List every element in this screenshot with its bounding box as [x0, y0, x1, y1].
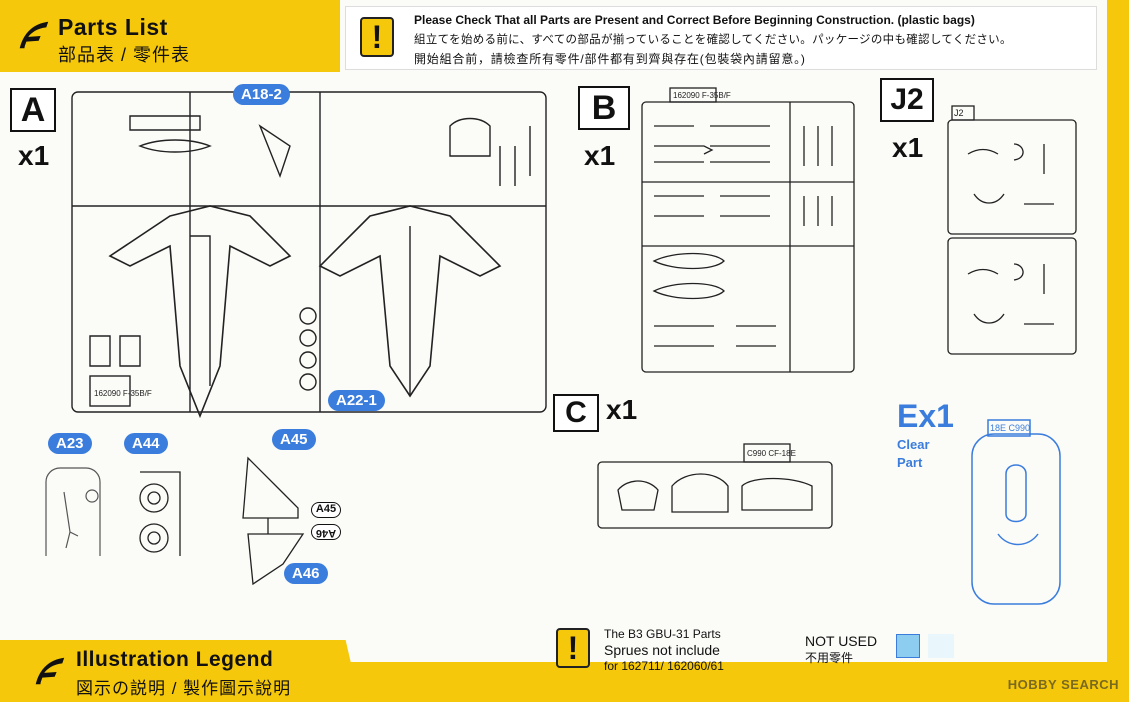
warning-notice: ! Please Check That all Parts are Presen…	[345, 6, 1097, 70]
sprue-b-label: B	[578, 86, 630, 130]
not-used-label-zh: 不用零件	[805, 651, 854, 665]
note-warning-icon: !	[556, 628, 590, 668]
notice-text-zh: 開始組合前，請檢查所有零件/部件都有到齊與存在(包裝袋內請留意。)	[414, 52, 806, 66]
sprue-b-diagram: 162090 F-35B/F	[640, 86, 858, 380]
not-used-legend: NOT USED 不用零件	[805, 633, 877, 666]
sprue-ex-label: Ex1	[897, 398, 954, 434]
not-used-swatch	[896, 634, 920, 658]
part-a45-a46-diagram	[228, 448, 318, 588]
sprue-b-qty: x1	[584, 140, 616, 171]
sprue-c-label: C	[553, 394, 599, 432]
gbu-note: The B3 GBU-31 Parts Sprues not include f…	[604, 626, 724, 674]
part-a44-diagram	[132, 468, 188, 560]
sprue-ex-type-line1: Clear	[897, 437, 930, 452]
sprue-ex-type-line2: Part	[897, 455, 923, 470]
right-edge-band	[1107, 0, 1129, 702]
sprue-j2-qty: x1	[892, 132, 924, 163]
watermark: HOBBY SEARCH	[1007, 677, 1119, 692]
sprue-c-qty: x1	[606, 394, 638, 425]
callout-a18-2: A18-2	[233, 84, 290, 105]
not-used-swatch-light	[928, 634, 954, 658]
not-used-label-en: NOT USED	[805, 633, 878, 649]
sprue-j2-diagram: J2	[944, 104, 1080, 358]
part-tag-a45: A45	[311, 502, 341, 518]
sprue-c-diagram: C990 CF-18E	[596, 440, 834, 532]
part-a23-diagram	[40, 462, 106, 556]
callout-a45: A45	[272, 429, 316, 450]
legend-title: Illustration Legend	[76, 648, 274, 671]
legend-logo-icon	[30, 652, 68, 690]
note-line-2: Sprues not include	[604, 642, 720, 658]
callout-a46: A46	[284, 563, 328, 584]
part-tag-a46: A46	[311, 524, 341, 540]
sprue-a-qty: x1	[18, 140, 50, 171]
sprue-a-diagram: 162090 F-35B/F	[70, 86, 550, 419]
callout-a22-1: A22-1	[328, 390, 385, 411]
sprue-a-code: 162090 F-35B/F	[94, 389, 152, 398]
brand-logo-icon	[14, 16, 52, 54]
legend-band	[0, 640, 360, 702]
sprue-b-code: 162090 F-35B/F	[673, 91, 731, 100]
callout-a23: A23	[48, 433, 92, 454]
sprue-ex-diagram: 18E C990	[968, 418, 1064, 608]
warning-icon: !	[360, 17, 394, 57]
callout-a44: A44	[124, 433, 168, 454]
note-line-1: The B3 GBU-31 Parts	[604, 627, 721, 641]
notice-text-en: Please Check That all Parts are Present …	[414, 13, 975, 27]
sprue-c-code: C990 CF-18E	[747, 449, 796, 458]
page-subtitle: 部品表 / 零件表	[58, 45, 191, 65]
sprue-a-label: A	[10, 88, 56, 132]
sprue-j2-code: J2	[954, 108, 964, 118]
page-title: Parts List	[58, 14, 168, 40]
sprue-ex-code: 18E C990	[990, 423, 1030, 433]
note-line-3: for 162711/ 162060/61	[604, 659, 724, 673]
notice-text-ja: 組立てを始める前に、すべての部品が揃っていることを確認してください。パッケージの…	[414, 34, 1012, 46]
legend-subtitle: 図示の説明 / 製作圖示說明	[76, 679, 292, 698]
sprue-j2-label: J2	[880, 78, 934, 122]
header-band	[0, 0, 340, 72]
